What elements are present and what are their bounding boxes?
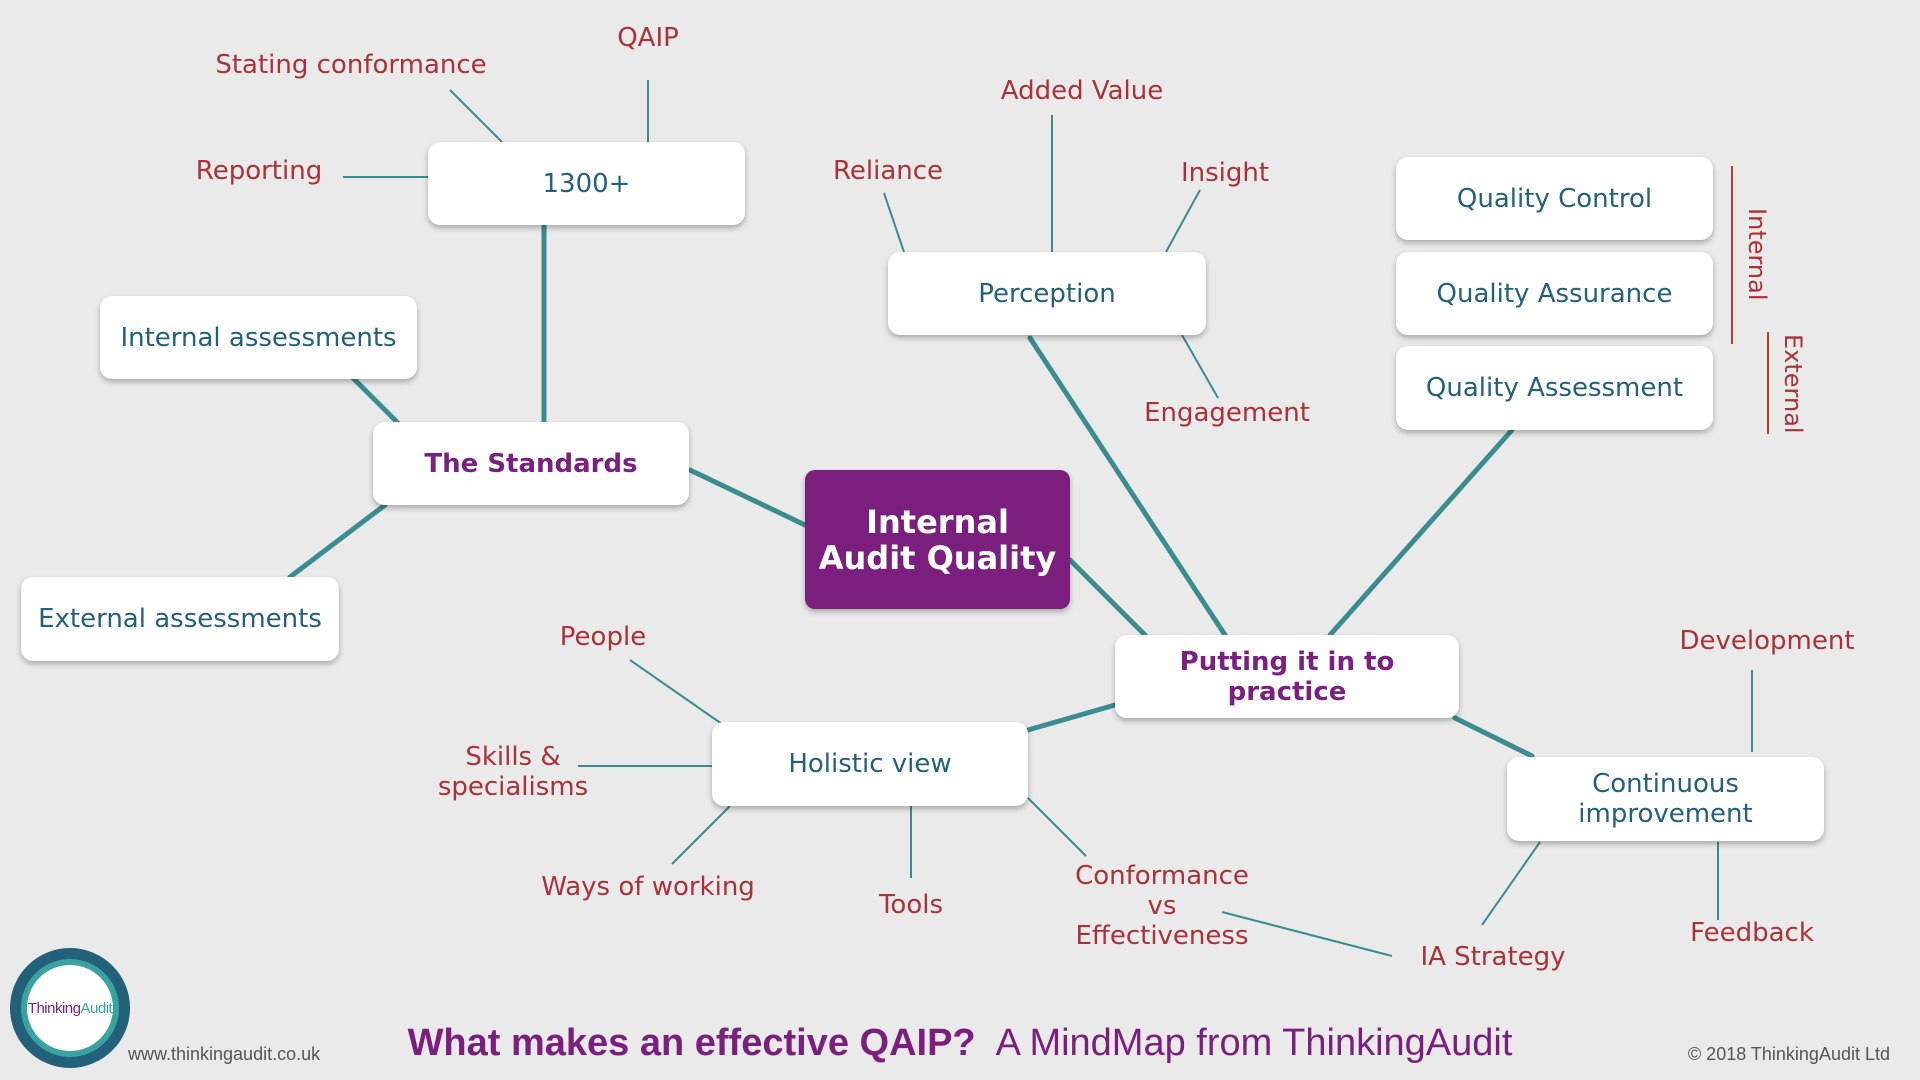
node-putting-it-in-to-practice: Putting it in to practice [1115,635,1459,718]
connector-practice-holistic [1025,702,1118,733]
connector-practice-quality [1327,427,1515,638]
connector-center-standards [687,467,808,528]
label-reliance: Reliance [832,156,944,186]
leaf-line-conf-strategy [1221,911,1393,957]
node-quality-assurance: Quality Assurance [1396,252,1713,335]
footer-title-regular: A MindMap from ThinkingAudit [995,1022,1513,1064]
connector-standards-internal [350,375,400,425]
label-skills-line2: specialisms [437,772,589,802]
label-tools: Tools [878,890,944,920]
central-node: Internal Audit Quality [805,470,1070,609]
leaf-line-conformance [1027,797,1087,857]
logo-text-thinking: Thinking [27,999,81,1017]
node-holistic-view: Holistic view [712,722,1028,806]
node-external-assessments: External assessments [21,577,339,661]
footer-url: www.thinkingaudit.co.uk [128,1044,321,1064]
node-internal-assessments: Internal assessments [100,296,417,379]
label-conformance-vs-effectiveness: Conformance vs Effectiveness [1075,861,1249,951]
leaf-line-insight [1165,189,1201,253]
logo-text-audit: Audit [80,999,113,1017]
label-feedback: Feedback [1690,918,1814,948]
node-perception: Perception [888,252,1206,335]
node-quality-control: Quality Control [1396,157,1713,240]
leaf-line-engagement [1181,334,1219,399]
label-external: External [1779,334,1807,434]
connector-center-practice [1067,557,1148,638]
label-ways-of-working: Ways of working [541,872,755,902]
node-the-standards: The Standards [373,422,689,505]
connector-practice-continuous [1452,715,1535,759]
footer-title-bold: What makes an effective QAIP? [407,1022,976,1064]
label-skills-line1: Skills & [465,742,561,772]
leaf-line-people [629,659,723,725]
label-conf-line1: Conformance [1075,861,1249,891]
node-1300: 1300+ [428,142,745,225]
label-added-value: Added Value [1000,76,1164,106]
leaf-line-ways [671,805,731,865]
label-reporting: Reporting [195,156,323,186]
label-internal: Internal [1743,208,1771,301]
connector-standards-external [287,502,388,580]
label-insight: Insight [1180,158,1270,188]
footer-copyright: © 2018 ThinkingAudit Ltd [1687,1044,1890,1064]
footer-title: What makes an effective QAIP? A MindMap f… [0,1022,1920,1065]
leaf-line-reliance [883,192,905,253]
node-quality-assessment: Quality Assessment [1396,346,1713,430]
label-stating-conformance: Stating conformance [215,50,487,80]
connector-practice-perception [1027,335,1228,638]
label-ia-strategy: IA Strategy [1420,942,1566,972]
label-skills-specialisms: Skills & specialisms [438,742,588,802]
label-development: Development [1679,626,1855,656]
node-continuous-improvement: Continuous improvement [1507,757,1824,841]
leaf-line-stating [449,89,503,143]
label-conf-line2: vs [1147,891,1177,921]
leaf-line-ia-strategy [1481,841,1541,926]
label-qaip: QAIP [617,23,679,53]
label-conf-line3: Effectiveness [1075,921,1249,951]
label-engagement: Engagement [1144,398,1310,428]
label-people: People [559,622,647,652]
